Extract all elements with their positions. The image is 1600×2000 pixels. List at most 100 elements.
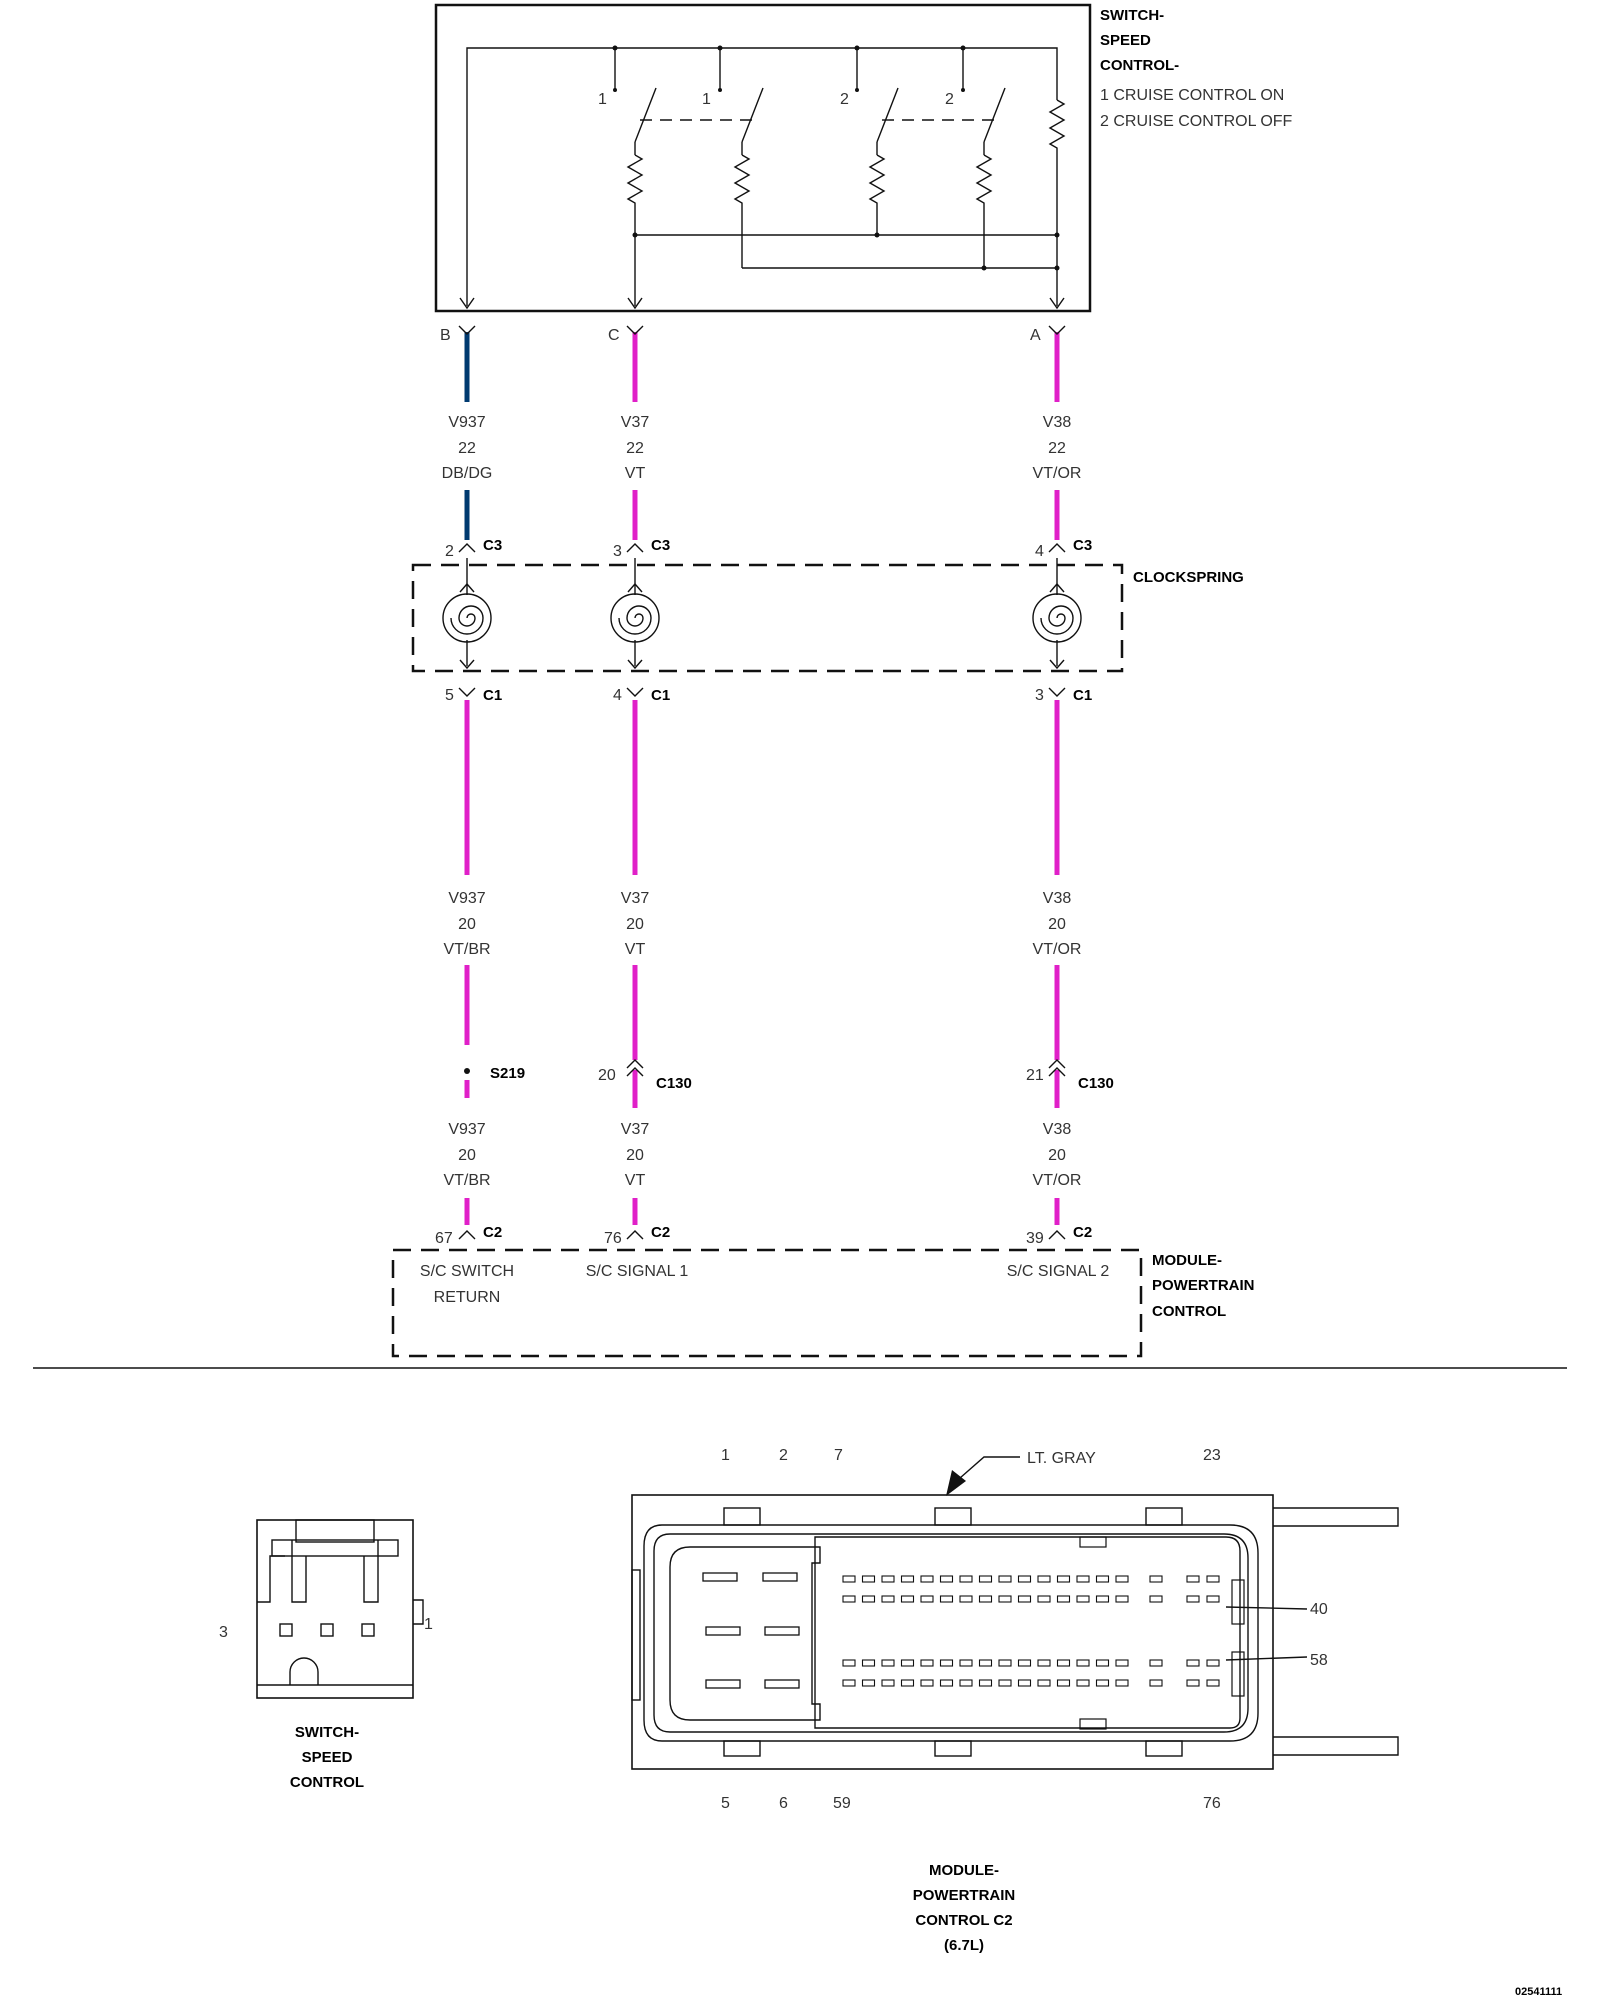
pcm-pin-cavity xyxy=(900,1659,915,1667)
pcm-pin-cavity xyxy=(1186,1679,1200,1687)
pcm-connector-pin-number: 6 xyxy=(779,1795,788,1812)
pcm-pin-cavity xyxy=(920,1679,934,1687)
contact-number: 1 xyxy=(598,91,607,108)
pcm-pin-cavity xyxy=(1037,1679,1051,1687)
clockspring-coil xyxy=(610,558,660,670)
pcm-pin-cavity xyxy=(1017,1679,1032,1687)
svg-text:(6.7L): (6.7L) xyxy=(944,1937,984,1954)
wire-label-v937-middle: V937 20 VT/BR xyxy=(443,890,490,958)
pcm-connector-pin-number: 76 xyxy=(1203,1795,1221,1812)
pcm-pin-cavity xyxy=(1076,1679,1090,1687)
pcm-pin-cavity xyxy=(939,1659,954,1667)
switch-legend-item: 1 CRUISE CONTROL ON xyxy=(1100,87,1284,104)
pcm-pin-cavity xyxy=(881,1659,895,1667)
svg-text:S/C SWITCH: S/C SWITCH xyxy=(420,1263,514,1280)
pcm-connector-color: LT. GRAY xyxy=(1027,1450,1096,1467)
pcm-pin-cavity xyxy=(881,1575,895,1583)
pcm-pin-cavity xyxy=(939,1595,954,1603)
pcm-pin-cavity xyxy=(998,1659,1012,1667)
pcm-connector-pin-number: 7 xyxy=(834,1447,843,1464)
svg-text:20: 20 xyxy=(458,916,476,933)
speed-control-switch: 1 1 2 2 xyxy=(434,3,1092,313)
c2-pin: 76 xyxy=(604,1230,622,1247)
svg-text:20: 20 xyxy=(626,916,644,933)
wire-label-v37-upper: V37 22 VT xyxy=(621,414,650,482)
contact-number: 2 xyxy=(840,91,849,108)
switch-title-line: SWITCH- xyxy=(1100,7,1164,24)
pcm-title-line: POWERTRAIN xyxy=(1152,1277,1255,1294)
pcm-pin-cavity xyxy=(959,1575,973,1583)
clockspring-label: CLOCKSPRING xyxy=(1133,569,1244,586)
pcm-pin-cavity xyxy=(959,1659,973,1667)
pcm-pin-cavity xyxy=(861,1595,876,1603)
pcm-pin-cavity xyxy=(1017,1575,1032,1583)
pcm-pin-cavity xyxy=(1076,1575,1090,1583)
svg-text:CONTROL: CONTROL xyxy=(290,1774,364,1791)
splice-dot xyxy=(464,1068,470,1074)
c130-pin: 20 xyxy=(598,1067,616,1084)
pcm-pin-cavity xyxy=(1149,1575,1163,1583)
switch-pin-label: B xyxy=(440,327,451,344)
pcm-pin-cavity xyxy=(900,1595,915,1603)
svg-text:20: 20 xyxy=(458,1147,476,1164)
pcm-pin-cavity xyxy=(1186,1595,1200,1603)
pcm-pin-cavity xyxy=(1115,1679,1129,1687)
pcm-pin-cavity xyxy=(998,1575,1012,1583)
switch-legend-item: 2 CRUISE CONTROL OFF xyxy=(1100,113,1293,130)
svg-text:V937: V937 xyxy=(448,414,485,431)
svg-text:20: 20 xyxy=(1048,1147,1066,1164)
pcm-pin-cavity xyxy=(1037,1575,1051,1583)
switch-pin-label: C xyxy=(608,327,620,344)
pcm-pin-cavity xyxy=(920,1575,934,1583)
pcm-connector-view xyxy=(631,1456,1399,1770)
svg-text:V937: V937 xyxy=(448,890,485,907)
pcm-pin-cavity xyxy=(978,1679,993,1687)
svg-text:V38: V38 xyxy=(1043,890,1072,907)
contact-number: 2 xyxy=(945,91,954,108)
pcm-pin-grid xyxy=(842,1575,1220,1687)
pcm-connector-pin-number: 58 xyxy=(1310,1652,1328,1669)
c130-label: C130 xyxy=(1078,1075,1114,1092)
svg-text:VT/BR: VT/BR xyxy=(443,941,490,958)
pcm-pin-cavity xyxy=(1095,1595,1110,1603)
pcm-pin-cavity xyxy=(842,1575,856,1583)
pcm-connector-pin-number: 40 xyxy=(1310,1601,1328,1618)
pcm-pin-cavity xyxy=(1056,1575,1071,1583)
pcm-pin-cavity xyxy=(1206,1659,1220,1667)
pcm-pin-cavity xyxy=(1017,1659,1032,1667)
pcm-pin-cavity xyxy=(939,1575,954,1583)
c130-label: C130 xyxy=(656,1075,692,1092)
svg-text:VT: VT xyxy=(625,941,646,958)
pcm-connector-pin-number: 1 xyxy=(721,1447,730,1464)
pcm-pin-cavity xyxy=(1095,1575,1110,1583)
switch-title-line: SPEED xyxy=(1100,32,1151,49)
switch-title-line: CONTROL- xyxy=(1100,57,1179,74)
c2-connector-label: C2 xyxy=(1073,1224,1092,1241)
pcm-pin-cavity xyxy=(998,1679,1012,1687)
svg-text:22: 22 xyxy=(626,440,644,457)
pcm-pin-cavity xyxy=(900,1679,915,1687)
pcm-pin-cavity xyxy=(920,1659,934,1667)
c1-connector-label: C1 xyxy=(1073,687,1092,704)
pcm-func-sc-signal-2: S/C SIGNAL 2 xyxy=(1007,1263,1110,1280)
svg-text:22: 22 xyxy=(1048,440,1066,457)
pcm-pin-cavity xyxy=(842,1659,856,1667)
pcm-pin-cavity xyxy=(1076,1659,1090,1667)
wire-label-v38-middle: V38 20 VT/OR xyxy=(1033,890,1082,958)
svg-text:V38: V38 xyxy=(1043,1121,1072,1138)
wire-label-v38-lower: V38 20 VT/OR xyxy=(1033,1121,1082,1189)
pcm-title-line: MODULE- xyxy=(1152,1252,1222,1269)
svg-text:V937: V937 xyxy=(448,1121,485,1138)
pcm-pin-cavity xyxy=(920,1595,934,1603)
c1-connector-label: C1 xyxy=(651,687,670,704)
svg-text:VT/OR: VT/OR xyxy=(1033,465,1082,482)
wire-label-v38-upper: V38 22 VT/OR xyxy=(1033,414,1082,482)
svg-text:SWITCH-: SWITCH- xyxy=(295,1724,359,1741)
c1-connector-label: C1 xyxy=(483,687,502,704)
connector-chevrons xyxy=(458,325,1066,1240)
pcm-connector-pin-number: 5 xyxy=(721,1795,730,1812)
pcm-pin-cavity xyxy=(861,1679,876,1687)
switch-connector-view xyxy=(256,1519,424,1699)
c3-connector-label: C3 xyxy=(1073,537,1092,554)
svg-text:V37: V37 xyxy=(621,890,650,907)
